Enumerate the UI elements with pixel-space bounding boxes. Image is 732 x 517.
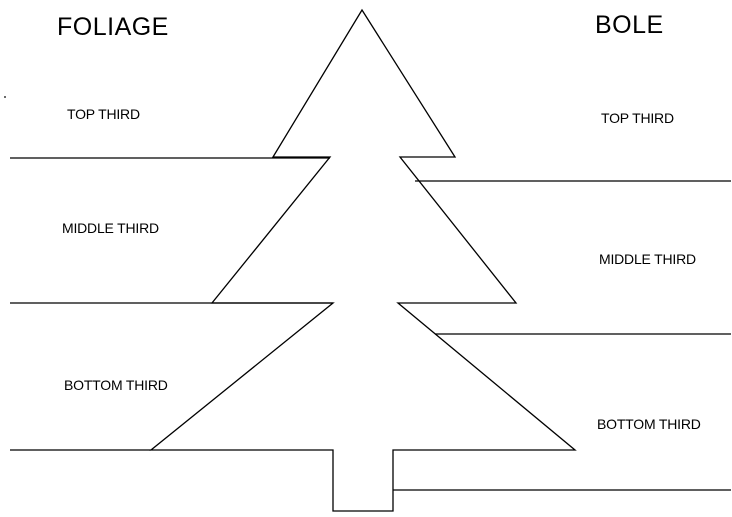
foliage-top-third-label: TOP THIRD <box>67 106 140 122</box>
foliage-bottom-third-label: BOTTOM THIRD <box>64 377 168 393</box>
scan-speck <box>4 96 6 98</box>
bole-top-third-label: TOP THIRD <box>601 110 674 126</box>
foliage-middle-third-label: MIDDLE THIRD <box>62 220 159 236</box>
tree-outline <box>151 10 575 511</box>
foliage-heading: FOLIAGE <box>57 13 169 42</box>
bole-heading: BOLE <box>595 11 664 40</box>
bole-bottom-third-label: BOTTOM THIRD <box>597 416 701 432</box>
bole-middle-third-label: MIDDLE THIRD <box>599 251 696 267</box>
